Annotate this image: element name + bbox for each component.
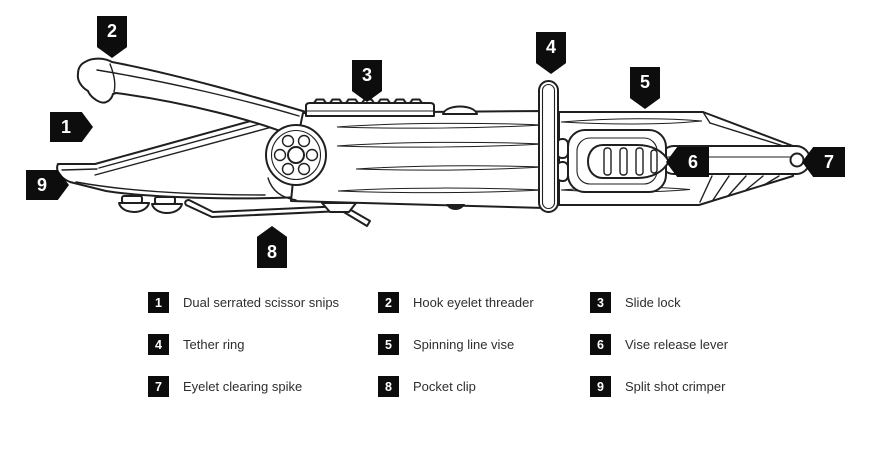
legend-item-label: Hook eyelet threader — [413, 295, 534, 310]
legend-item: 8 Pocket clip — [378, 376, 590, 418]
legend-item-label: Tether ring — [183, 337, 245, 352]
legend-item-label: Split shot crimper — [625, 379, 726, 394]
legend-item-label: Slide lock — [625, 295, 681, 310]
legend-item-label: Pocket clip — [413, 379, 476, 394]
callout-number: 4 — [545, 37, 556, 57]
legend-item: 4 Tether ring — [148, 334, 378, 376]
callout-number: 2 — [106, 21, 117, 41]
pocket-clip — [184, 199, 371, 227]
callout-number: 8 — [266, 242, 277, 262]
legend-item-number: 1 — [148, 292, 169, 313]
slide-lock-rail — [305, 98, 435, 117]
legend-item-number: 8 — [378, 376, 399, 397]
legend-item: 9 Split shot crimper — [590, 376, 810, 418]
legend-item: 1 Dual serrated scissor snips — [148, 292, 378, 334]
callout-number: 9 — [36, 174, 47, 195]
legend-item-number: 4 — [148, 334, 169, 355]
callout-number: 6 — [687, 151, 698, 172]
tool-body — [290, 105, 546, 210]
legend-item-number: 3 — [590, 292, 611, 313]
legend-item: 2 Hook eyelet threader — [378, 292, 590, 334]
legend-item-number: 9 — [590, 376, 611, 397]
legend-item: 3 Slide lock — [590, 292, 810, 334]
legend-item: 6 Vise release lever — [590, 334, 810, 376]
legend: 1 Dual serrated scissor snips 2 Hook eye… — [148, 292, 810, 418]
upper-jaw — [76, 57, 314, 141]
tether-ring — [538, 80, 559, 213]
legend-item: 7 Eyelet clearing spike — [148, 376, 378, 418]
legend-item-number: 7 — [148, 376, 169, 397]
pivot — [265, 124, 327, 201]
callout-number: 3 — [361, 65, 372, 85]
legend-item-label: Spinning line vise — [413, 337, 515, 352]
split-shot-crimper — [118, 195, 183, 214]
legend-item-label: Eyelet clearing spike — [183, 379, 303, 394]
callout-number: 1 — [60, 116, 71, 137]
callout-number: 7 — [823, 151, 834, 172]
legend-item-label: Dual serrated scissor snips — [183, 295, 340, 310]
callout-number: 5 — [639, 72, 650, 92]
legend-item: 5 Spinning line vise — [378, 334, 590, 376]
legend-item-number: 2 — [378, 292, 399, 313]
spinning-line-vise — [556, 129, 670, 193]
legend-item-number: 6 — [590, 334, 611, 355]
legend-item-number: 5 — [378, 334, 399, 355]
legend-item-label: Vise release lever — [625, 337, 729, 352]
